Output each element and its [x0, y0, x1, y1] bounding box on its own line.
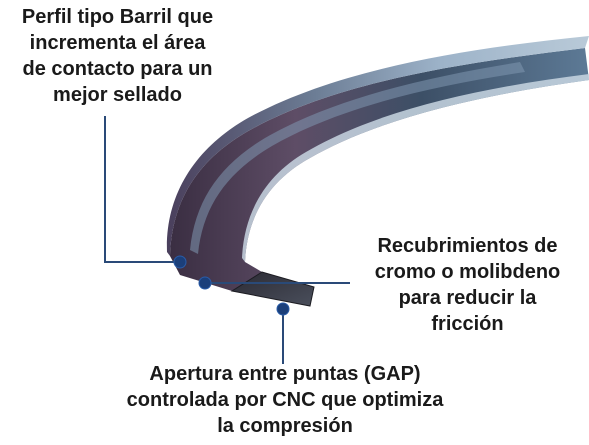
label-coating: Recubrimientos de cromo o molibdeno para… — [350, 233, 585, 337]
ring-end-face — [230, 271, 315, 307]
label-gap-line-3: la compresión — [217, 415, 353, 437]
label-barrel-profile-line-4: mejor sellado — [53, 84, 182, 106]
label-barrel-profile-line-3: de contacto para un — [22, 58, 213, 80]
label-barrel-profile-line-2: incrementa el área — [29, 32, 206, 54]
label-gap-line-2: controlada por CNC que optimiza — [126, 389, 444, 411]
label-coating-line-4: fricción — [431, 313, 504, 335]
label-gap: Apertura entre puntas (GAP) controlada p… — [30, 361, 540, 439]
leader-dot-coating — [198, 276, 212, 290]
label-barrel-profile-line-1: Perfil tipo Barril que — [21, 6, 214, 28]
leader-line-barrel-profile — [104, 116, 178, 263]
ring-inner-edge — [242, 74, 589, 262]
leader-dot-barrel-profile — [173, 255, 187, 269]
leader-dot-gap — [276, 302, 290, 316]
label-coating-line-1: Recubrimientos de — [377, 235, 558, 257]
label-barrel-profile: Perfil tipo Barril que incrementa el áre… — [0, 4, 235, 108]
label-coating-line-3: para reducir la — [398, 287, 537, 309]
label-coating-line-2: cromo o molibdeno — [374, 261, 561, 283]
ring-barrel-highlight — [190, 62, 525, 254]
ring-top-surface — [166, 36, 589, 256]
label-gap-line-1: Apertura entre puntas (GAP) — [149, 363, 421, 385]
